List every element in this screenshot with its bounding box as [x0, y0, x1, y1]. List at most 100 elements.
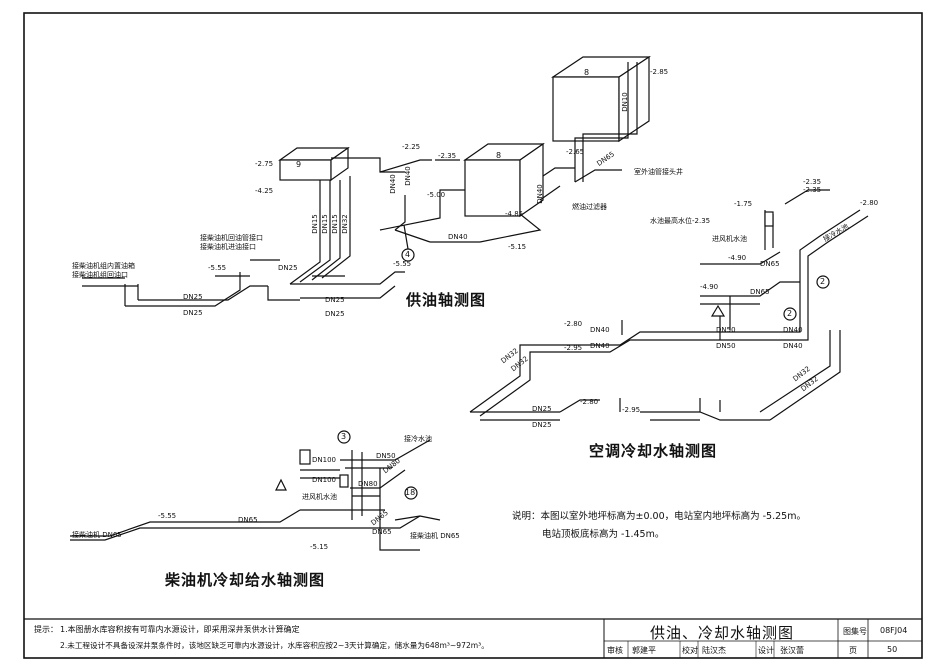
oil-tank-8-upper — [551, 55, 651, 143]
diesel-dn65-c: DN65 — [372, 528, 392, 536]
diesel-dn100-b: DN100 — [312, 476, 336, 484]
oil-dn15-b: DN15 — [320, 214, 329, 234]
titleblock-review-label: 审核 — [607, 646, 623, 655]
diesel-cool-water-label: 接冷水池 — [404, 435, 432, 443]
oil-dn15-c: DN15 — [330, 214, 339, 234]
ac-inlet-label: 进风机水池 — [712, 235, 747, 243]
ac-tag-2b-circle — [783, 307, 797, 321]
titleblock-atlas-value: 08FJ04 — [880, 626, 908, 635]
titleblock-design-label: 设计 — [758, 646, 774, 655]
ac-dn65-b: DN65 — [750, 288, 770, 296]
diesel-dn65-a: DN65 — [238, 516, 258, 524]
ac-dn50: DN50 — [716, 326, 736, 334]
oil-tag-4: 4 — [405, 250, 411, 259]
oil-tag-8-lower: 8 — [496, 151, 502, 160]
sheet-frame — [23, 12, 923, 659]
oil-elev-m555-right: -5.55 — [393, 260, 412, 268]
oil-tag-8-upper: 8 — [584, 68, 590, 77]
titleblock-review-name: 郭建平 — [632, 646, 656, 655]
oil-tank-9 — [278, 146, 350, 182]
ac-tag-2a-circle — [816, 275, 830, 289]
oil-elev-m500: -5.00 — [427, 191, 446, 199]
oil-dn25-d: DN25 — [325, 310, 345, 318]
oil-elev-m485: -4.85 — [505, 210, 524, 218]
titleblock-check-name: 陆汉杰 — [702, 646, 726, 655]
diesel-tag-18: 18 — [405, 488, 416, 497]
oil-outdoor-joint-label: 室外油管接头井 — [634, 168, 683, 176]
titleblock-design-name: 张汉蕾 — [780, 646, 804, 655]
diesel-right-connect-label: 接柴油机 DN65 — [410, 532, 460, 540]
oil-elev-m285: -2.85 — [650, 68, 669, 76]
oil-dn25-c: DN25 — [325, 296, 345, 304]
oil-elev-m515: -5.15 — [508, 243, 527, 251]
ac-dn50-b: DN50 — [716, 342, 736, 350]
ac-elev-m490-a: -4.90 — [728, 254, 747, 262]
ac-elev-m295-b: -2.95 — [622, 406, 641, 414]
oil-dn15-a: DN15 — [310, 214, 319, 234]
oil-tank-8-lower — [463, 142, 545, 218]
oil-return-tank-label: 接柴油机组内置油箱 — [72, 262, 135, 270]
diesel-tag-18-circle — [404, 486, 418, 500]
diesel-diagram-title: 柴油机冷却给水轴测图 — [165, 571, 326, 589]
ac-diagram-title: 空调冷却水轴测图 — [589, 442, 718, 460]
titleblock-page-value: 50 — [887, 645, 898, 654]
oil-supply-diagram — [82, 55, 651, 307]
oil-elev-m425: -4.25 — [255, 187, 274, 195]
ac-dn40-c: DN40 — [783, 342, 803, 350]
ac-dn25-b: DN25 — [532, 421, 552, 429]
diesel-left-connect-label: 接柴油机 DN65 — [72, 531, 122, 539]
oil-filter-label: 燃油过滤器 — [572, 203, 607, 211]
oil-elev-m225: -2.25 — [402, 143, 421, 151]
oil-dn40-c: DN40 — [448, 233, 468, 241]
ac-cooling-diagram — [469, 189, 869, 421]
oil-dn25-b: DN25 — [183, 309, 203, 317]
ac-dn65-a: DN65 — [760, 260, 780, 268]
diesel-elev-m555: -5.55 — [158, 512, 177, 520]
oil-dn40-a: DN40 — [388, 174, 397, 194]
oil-dn25-a: DN25 — [183, 293, 203, 301]
diesel-tag-3: 3 — [341, 432, 347, 441]
oil-dn10: DN10 — [620, 92, 629, 112]
titleblock-atlas-label: 图集号 — [843, 627, 867, 636]
description-line-1: 说明：本图以室外地坪标高为±0.00，电站室内地坪标高为 -5.25m。 — [512, 511, 806, 522]
diesel-dn80-a: DN80 — [358, 480, 378, 488]
titleblock-check-label: 校对 — [682, 646, 698, 655]
ac-elev-m175: -1.75 — [734, 200, 753, 208]
ac-tag-2b: 2 — [787, 309, 793, 318]
ac-dn25-a: DN25 — [532, 405, 552, 413]
ac-elev-m490-b: -4.90 — [700, 283, 719, 291]
oil-elev-m265: -2.65 — [566, 148, 585, 156]
oil-elev-m275: -2.75 — [255, 160, 274, 168]
ac-elev-m280-a: -2.80 — [860, 199, 879, 207]
diesel-inlet-label: 进风机水池 — [302, 493, 337, 501]
oil-supply-in-label: 接柴油机进油接口 — [200, 243, 256, 251]
ac-dn40-a: DN40 — [590, 326, 610, 334]
oil-elev-m555-left: -5.55 — [208, 264, 227, 272]
titleblock-page-label: 页 — [849, 646, 857, 655]
diesel-tag-3-circle — [337, 430, 351, 444]
ac-dn40-b: DN40 — [783, 326, 803, 334]
ac-elev-m235: -2.35 — [803, 178, 822, 186]
titleblock-sheet-title: 供油、冷却水轴测图 — [650, 624, 795, 642]
diesel-elev-m515: -5.15 — [310, 543, 329, 551]
oil-dn25-e: DN25 — [278, 264, 298, 272]
oil-supply-tank-label: 接柴油机组回油口 — [72, 271, 128, 279]
description-line-2: 电站顶板底标高为 -1.45m。 — [542, 529, 665, 540]
footer-note-1: 1.本图册水库容积按有可靠内水源设计，即采用深井泵供水计算确定 — [60, 625, 300, 634]
oil-tag-9: 9 — [296, 160, 302, 169]
oil-dn32: DN32 — [340, 214, 349, 234]
oil-dn40-d: DN40 — [535, 184, 544, 204]
ac-elev-m280-b: -2.80 — [564, 320, 583, 328]
ac-elev-m235b: -2.35 — [803, 186, 822, 194]
oil-return-in-label: 接柴油机回油管接口 — [200, 234, 263, 242]
ac-water-level-label: 水池最高水位-2.35 — [650, 217, 711, 225]
oil-elev-m235: -2.35 — [438, 152, 457, 160]
footer-note-2: 2.未工程设计不具备设深井泵条件时，该地区缺乏可靠内水源设计，水库容积应按2~3… — [60, 641, 489, 650]
ac-elev-m295-a: -2.95 — [564, 344, 583, 352]
ac-tag-2a: 2 — [820, 277, 826, 286]
ac-elev-m280-c: -2.80 — [580, 398, 599, 406]
oil-dn40-b: DN40 — [403, 166, 412, 186]
diesel-dn100-a: DN100 — [312, 456, 336, 464]
footer-notes-heading: 提示： — [34, 625, 58, 634]
